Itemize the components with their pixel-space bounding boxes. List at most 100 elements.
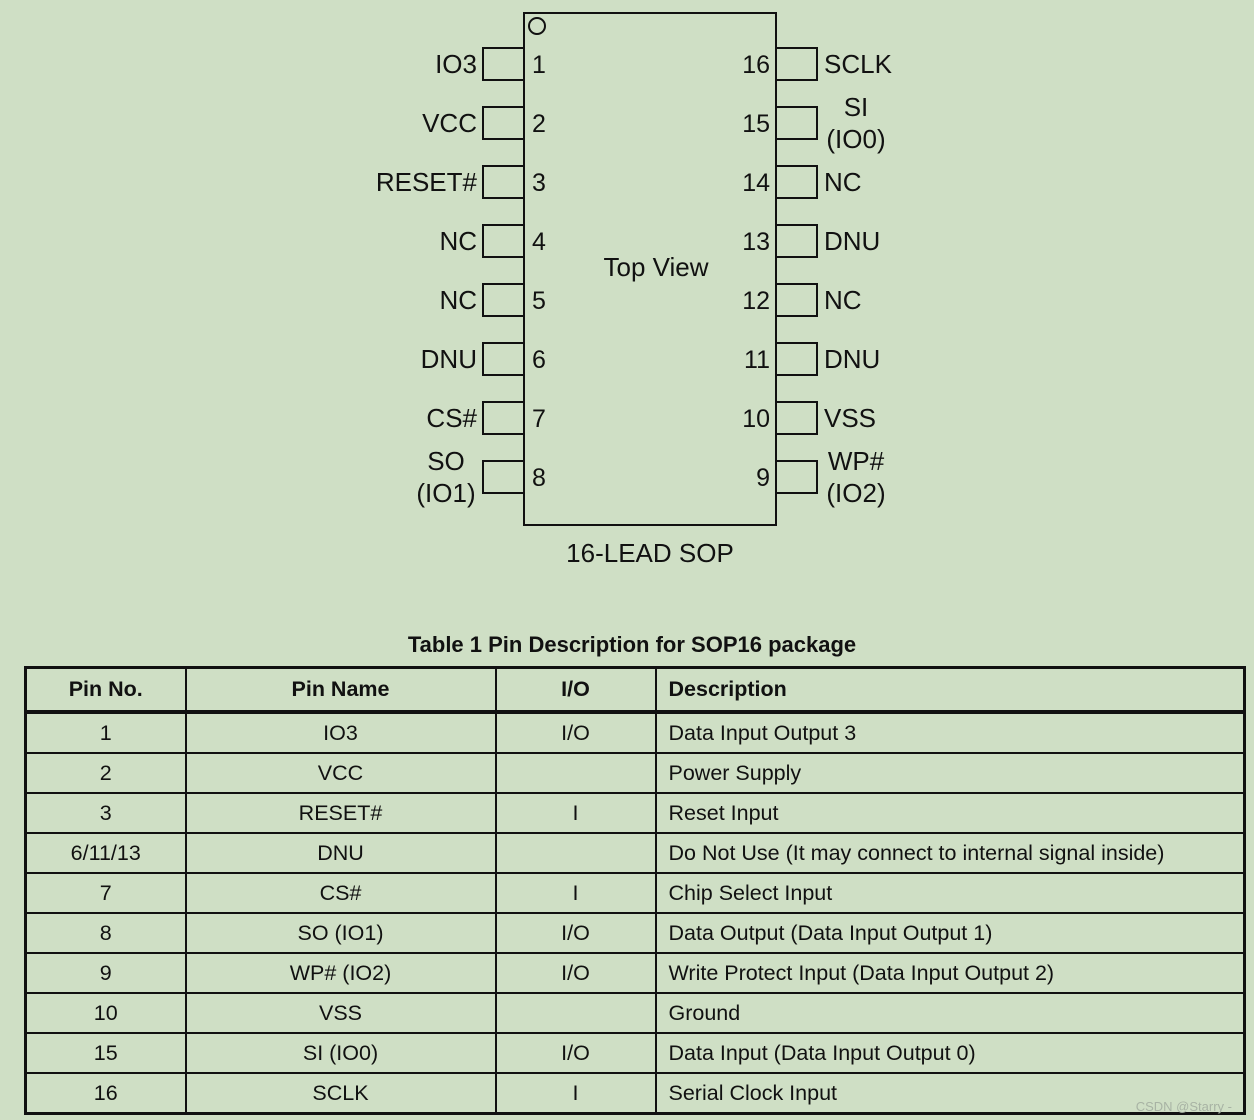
- pin-lead: [482, 224, 525, 258]
- pin-lead: [482, 460, 525, 494]
- header-io: I/O: [494, 666, 657, 713]
- pin-number: 1: [532, 51, 546, 79]
- cell-description: Data Output (Data Input Output 1): [654, 912, 1246, 954]
- cell-pin-name: CS#: [184, 872, 497, 914]
- pin-name-label: SI: [844, 92, 869, 122]
- pin-name-label: (IO1): [416, 478, 475, 508]
- pin-lead: [775, 460, 818, 494]
- cell-pin-no: 10: [24, 992, 187, 1034]
- pin-number: 3: [532, 169, 546, 197]
- cell-pin-no: 1: [24, 711, 187, 754]
- cell-description: Write Protect Input (Data Input Output 2…: [654, 952, 1246, 994]
- watermark: CSDN @Starry -: [1135, 1099, 1232, 1114]
- cell-pin-no: 9: [24, 952, 187, 994]
- pin-name-label: VCC: [422, 108, 477, 138]
- pin-number: 7: [532, 405, 546, 433]
- cell-pin-no: 16: [24, 1072, 187, 1115]
- header-pin-name: Pin Name: [184, 666, 497, 713]
- pin1-marker-icon: [528, 17, 546, 35]
- pin-name-label: SCLK: [824, 49, 893, 79]
- pin-number: 9: [756, 464, 770, 492]
- cell-io: I/O: [494, 1032, 657, 1074]
- pin-name-label: NC: [439, 226, 477, 256]
- pin-lead: [482, 342, 525, 376]
- pin-number: 15: [742, 110, 770, 138]
- cell-pin-no: 2: [24, 752, 187, 794]
- cell-pin-name: DNU: [184, 832, 497, 874]
- cell-pin-name: VCC: [184, 752, 497, 794]
- cell-pin-no: 7: [24, 872, 187, 914]
- pin-name-label: NC: [824, 285, 862, 315]
- cell-io: [494, 992, 657, 1034]
- cell-pin-name: SO (IO1): [184, 912, 497, 954]
- header-pin-no: Pin No.: [24, 666, 187, 713]
- pin-lead: [775, 106, 818, 140]
- cell-io: [494, 832, 657, 874]
- cell-description: Ground: [654, 992, 1246, 1034]
- cell-pin-name: VSS: [184, 992, 497, 1034]
- pin-lead: [775, 165, 818, 199]
- pin-name-label: DNU: [824, 226, 880, 256]
- pin-name-label: NC: [439, 285, 477, 315]
- cell-pin-no: 6/11/13: [24, 832, 187, 874]
- cell-io: I/O: [494, 711, 657, 754]
- cell-description: Data Input (Data Input Output 0): [654, 1032, 1246, 1074]
- pin-lead: [775, 47, 818, 81]
- pin-lead: [482, 106, 525, 140]
- cell-description: Do Not Use (It may connect to internal s…: [654, 832, 1246, 874]
- pin-lead: [482, 401, 525, 435]
- cell-pin-name: RESET#: [184, 792, 497, 834]
- pin-name-label: (IO0): [826, 124, 885, 154]
- pin-name-label: WP#: [828, 446, 885, 476]
- pin-lead: [482, 165, 525, 199]
- pin-number: 16: [742, 51, 770, 79]
- pin-name-label: IO3: [435, 49, 477, 79]
- pin-number: 5: [532, 287, 546, 315]
- chip-body: [523, 12, 777, 526]
- cell-description: Serial Clock Input: [654, 1072, 1246, 1115]
- table-title: Table 1 Pin Description for SOP16 packag…: [407, 632, 857, 657]
- package-label: 16-LEAD SOP: [566, 538, 734, 568]
- cell-pin-name: WP# (IO2): [184, 952, 497, 994]
- cell-io: [494, 752, 657, 794]
- cell-pin-name: IO3: [184, 711, 497, 754]
- pin-name-label: (IO2): [826, 478, 885, 508]
- cell-description: Power Supply: [654, 752, 1246, 794]
- pin-name-label: VSS: [824, 403, 876, 433]
- pin-name-label: RESET#: [376, 167, 478, 197]
- pin-lead: [775, 224, 818, 258]
- pin-number: 4: [532, 228, 546, 256]
- pin-name-label: DNU: [824, 344, 880, 374]
- cell-description: Reset Input: [654, 792, 1246, 834]
- cell-io: I: [494, 1072, 657, 1115]
- pin-lead: [482, 47, 525, 81]
- pin-number: 10: [742, 405, 770, 433]
- top-view-label: Top View: [603, 252, 708, 282]
- cell-io: I/O: [494, 912, 657, 954]
- pin-name-label: CS#: [426, 403, 477, 433]
- pin-name-label: SO: [427, 446, 465, 476]
- cell-io: I/O: [494, 952, 657, 994]
- pin-name-label: DNU: [421, 344, 477, 374]
- pin-lead: [775, 401, 818, 435]
- pin-lead: [482, 283, 525, 317]
- pin-name-label: NC: [824, 167, 862, 197]
- header-description: Description: [654, 666, 1246, 713]
- cell-description: Data Input Output 3: [654, 711, 1246, 754]
- pin-number: 6: [532, 346, 546, 374]
- pin-number: 2: [532, 110, 546, 138]
- cell-io: I: [494, 872, 657, 914]
- chip-pinout-diagram: Top View 16-LEAD SOP 1IO32VCC3RESET#4NC5…: [376, 12, 893, 568]
- pin-number: 14: [742, 169, 770, 197]
- table-header-row: Pin No. Pin Name I/O Description: [24, 666, 1246, 713]
- pin-number: 8: [532, 464, 546, 492]
